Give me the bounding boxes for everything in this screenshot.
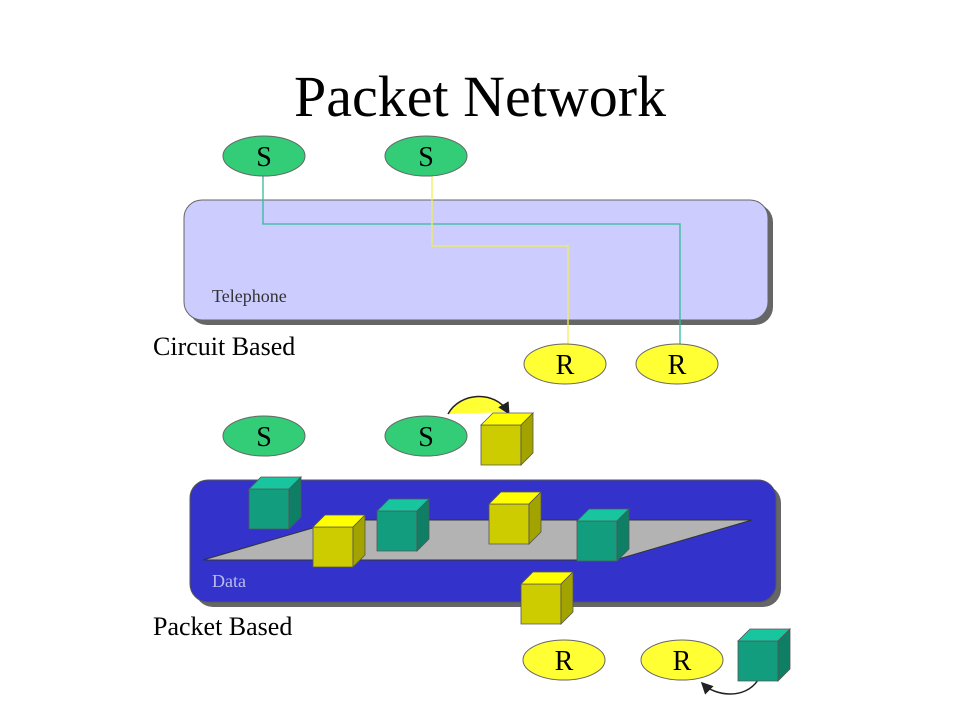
receiver-node — [635, 343, 719, 385]
circuit-sender-2: S — [384, 135, 468, 177]
packet-front-face — [737, 640, 779, 682]
packet-sender-1: S — [222, 415, 306, 457]
telephone-network-box — [183, 199, 769, 321]
receiver-node — [640, 639, 724, 681]
sender-label: S — [256, 142, 272, 173]
sender-node — [384, 415, 468, 457]
circuit-path-yellow — [431, 168, 569, 352]
yellow-packet — [488, 491, 542, 545]
green-packet — [248, 476, 302, 530]
packet-sender-2: S — [384, 415, 468, 457]
sender-label: S — [418, 422, 434, 453]
yellow-packet — [480, 412, 534, 466]
circuit-path-teal — [262, 168, 681, 352]
circuit-receiver-2: R — [635, 343, 719, 385]
circuit-network: S S R R — [183, 135, 773, 385]
green-packet — [737, 628, 791, 682]
receiver-node — [523, 343, 607, 385]
telephone-label: Telephone — [212, 286, 287, 306]
packet-receiver-1: R — [522, 639, 606, 681]
packet-side-face — [616, 508, 630, 562]
receiver-label: R — [556, 350, 575, 381]
data-label: Data — [212, 571, 246, 591]
sender-node — [222, 415, 306, 457]
sender-node — [222, 135, 306, 177]
sender-node — [384, 135, 468, 177]
yellow-packet — [520, 571, 574, 625]
circuit-receiver-1: R — [523, 343, 607, 385]
packet-side-face — [777, 628, 791, 682]
packet-front-face — [376, 510, 418, 552]
receive-arrow — [700, 679, 759, 695]
packet-caption: Packet Based — [153, 612, 293, 641]
slide-title: Packet Network — [293, 64, 667, 129]
receiver-label: R — [673, 646, 692, 677]
circuit-caption: Circuit Based — [153, 332, 296, 361]
packet-side-face — [520, 412, 534, 466]
packet-side-face — [352, 514, 366, 568]
green-packet — [376, 498, 430, 552]
packet-side-face — [560, 571, 574, 625]
receiver-node — [522, 639, 606, 681]
green-packet — [576, 508, 630, 562]
send-arrow — [447, 395, 510, 415]
sender-label: S — [418, 142, 434, 173]
packet-front-face — [520, 583, 562, 625]
packet-front-face — [248, 488, 290, 530]
packet-front-face — [576, 520, 618, 562]
receiver-label: R — [555, 646, 574, 677]
yellow-packet — [312, 514, 366, 568]
packet-front-face — [312, 526, 354, 568]
packet-front-face — [480, 424, 522, 466]
sender-label: S — [256, 422, 272, 453]
packet-network: S S R R — [189, 395, 791, 695]
packet-side-face — [528, 491, 542, 545]
packets — [248, 412, 791, 682]
packet-front-face — [488, 503, 530, 545]
packet-receiver-2: R — [640, 639, 724, 681]
circuit-sender-1: S — [222, 135, 306, 177]
packet-side-face — [288, 476, 302, 530]
packet-side-face — [416, 498, 430, 552]
receiver-label: R — [668, 350, 687, 381]
